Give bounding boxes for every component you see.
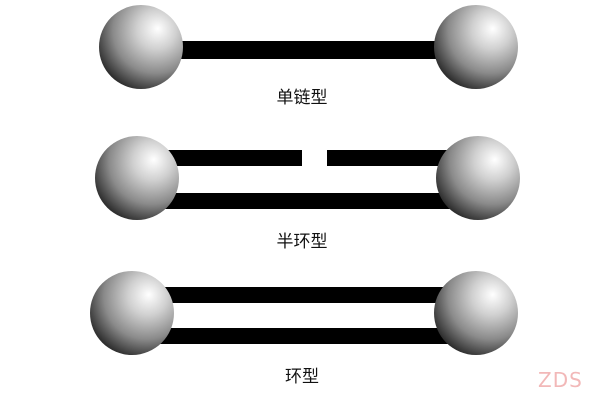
single-chain-right-sphere	[434, 5, 518, 89]
ring-label: 环型	[285, 367, 319, 387]
ring-bottom-bar	[150, 328, 467, 344]
half-ring-top-bar-right	[327, 150, 467, 166]
ring-diagram: 环型	[90, 271, 518, 387]
half-ring-top-bar-left	[150, 150, 302, 166]
half-ring-label: 半环型	[277, 232, 328, 252]
half-ring-left-sphere	[95, 136, 179, 220]
half-ring-right-sphere	[436, 136, 520, 220]
ring-left-sphere	[90, 271, 174, 355]
ring-top-bar	[150, 287, 467, 303]
watermark: ZDS	[538, 368, 583, 392]
single-chain-left-sphere	[99, 5, 183, 89]
single-chain-label: 单链型	[277, 88, 328, 108]
single-chain-diagram: 单链型	[99, 5, 518, 108]
ring-right-sphere	[434, 271, 518, 355]
single-chain-bar	[150, 41, 456, 59]
half-ring-diagram: 半环型	[95, 136, 520, 252]
half-ring-bottom-bar	[150, 193, 467, 209]
